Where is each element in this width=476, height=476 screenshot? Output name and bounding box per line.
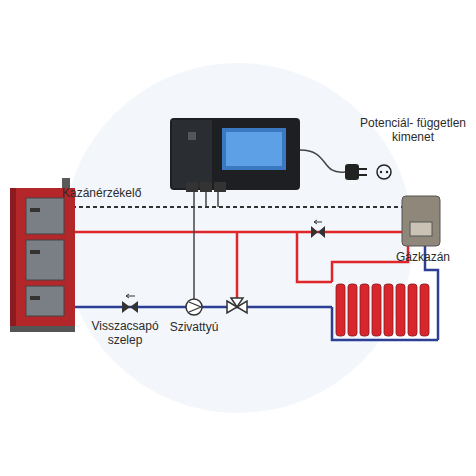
- radiator-fin: [408, 284, 417, 336]
- check-valve: [122, 301, 138, 313]
- radiator-fin: [396, 284, 405, 336]
- radiator-fin: [384, 284, 393, 336]
- flow-arrow: [126, 294, 135, 298]
- solid-fuel-boiler: [10, 178, 75, 332]
- pump-symbol: [186, 299, 202, 315]
- radiator-fin: [420, 284, 429, 336]
- three-way-valve: [227, 298, 247, 313]
- signal-line: [72, 206, 404, 208]
- callout-label: Gázkazán: [388, 250, 458, 264]
- radiator-fin: [372, 284, 381, 336]
- check-valve: [311, 226, 325, 238]
- callout-label: Visszacsapó szelep: [82, 319, 168, 348]
- flow-pipes: [75, 232, 408, 298]
- radiator-fin: [360, 284, 369, 336]
- controller: [170, 118, 300, 192]
- power-plug: [345, 164, 391, 180]
- flow-arrow: [314, 220, 322, 224]
- callout-label: Szivattyú: [158, 320, 230, 334]
- radiator: [336, 284, 429, 336]
- radiator-fin: [336, 284, 345, 336]
- watermark-circle: [63, 63, 413, 413]
- callout-label: Kazánérzékelő: [62, 186, 158, 200]
- callout-label: Potenciál- független kimenet: [354, 116, 472, 145]
- gas-boiler: [402, 196, 440, 246]
- radiator-fin: [348, 284, 357, 336]
